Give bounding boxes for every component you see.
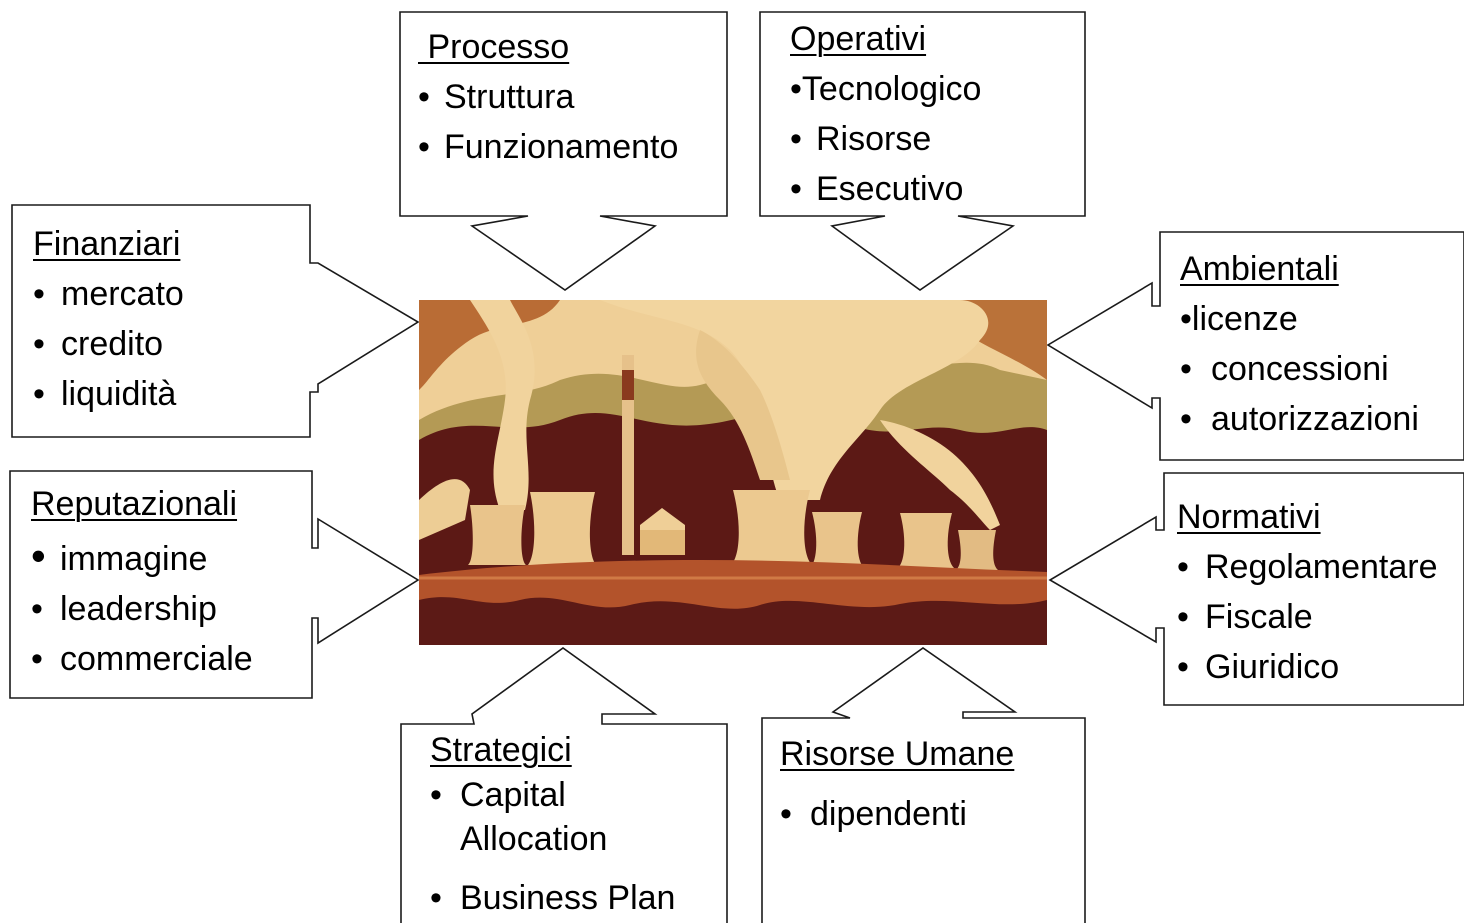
list-item: •commerciale — [31, 640, 253, 678]
box-title: Operativi — [790, 20, 927, 58]
box-reputazionali: Reputazionali •immagine •leadership •com… — [31, 487, 309, 676]
bullet-icon: • — [790, 70, 802, 108]
bullet-icon: • — [1177, 598, 1189, 636]
list-item: •licenze — [1180, 300, 1298, 338]
bullet-icon: • — [790, 170, 802, 208]
bullet-icon: • — [31, 640, 43, 678]
callout-processo-outline — [399, 11, 728, 291]
bullet-icon: • — [1180, 300, 1192, 338]
bullet-icon: • — [33, 325, 45, 363]
callout-normativi-outline — [1048, 472, 1464, 706]
callout-strategici-outline — [400, 647, 728, 923]
box-items: •dipendenti — [780, 797, 1080, 831]
bullet-icon: • — [1177, 648, 1189, 684]
list-item: •Business Plan — [430, 879, 676, 917]
list-item: •Risorse — [790, 120, 932, 158]
bullet-icon: • — [430, 879, 442, 917]
box-title: Finanziari — [33, 225, 181, 263]
box-normativi: Normativi •Regolamentare •Fiscale •Giuri… — [1177, 500, 1464, 684]
list-item: •liquidità — [33, 375, 177, 413]
box-items: •licenze •concessioni •autorizzazioni — [1180, 302, 1462, 436]
bullet-icon: • — [790, 120, 802, 158]
callout-reputazionali-outline — [9, 470, 420, 699]
bullet-icon: • — [418, 78, 430, 116]
power-plant-illustration-icon — [419, 300, 1047, 645]
box-title: Ambientali — [1180, 250, 1339, 288]
list-item: •mercato — [33, 275, 184, 313]
bullet-icon: • — [1180, 350, 1192, 388]
box-items: •Struttura •Funzionamento — [418, 80, 723, 164]
box-risorse-umane: Risorse Umane •dipendenti — [780, 737, 1080, 831]
list-item: •Esecutivo — [790, 170, 964, 208]
bullet-icon: • — [1177, 548, 1189, 586]
list-item: •dipendenti — [780, 795, 967, 833]
box-title: Strategici — [430, 731, 572, 769]
list-item: •Fiscale — [1177, 598, 1313, 636]
bullet-icon: • — [33, 375, 45, 413]
list-item: •credito — [33, 325, 164, 363]
list-item: •Giuridico — [1177, 648, 1340, 684]
bullet-icon: • — [418, 128, 430, 166]
list-item: •concessioni — [1180, 350, 1389, 388]
bullet-icon: • — [33, 275, 45, 313]
list-item: •Funzionamento — [418, 128, 679, 166]
bullet-icon: • — [31, 590, 43, 628]
bullet-icon: • — [1180, 400, 1192, 438]
list-item: •immagine — [31, 532, 208, 579]
box-items: •Regolamentare •Fiscale •Giuridico — [1177, 550, 1464, 684]
box-title: Processo — [418, 28, 570, 66]
box-title: Normativi — [1177, 500, 1321, 536]
box-ambientali: Ambientali •licenze •concessioni •autori… — [1180, 252, 1462, 436]
list-item: •Capital Allocation — [430, 773, 670, 861]
box-items: •immagine •leadership •commerciale — [31, 532, 309, 678]
bullet-icon: • — [780, 795, 792, 833]
callout-ambientali-outline — [1046, 231, 1464, 461]
list-item: •leadership — [31, 590, 217, 628]
box-title: Risorse Umane — [780, 735, 1015, 773]
callout-risorse-umane-outline — [761, 647, 1086, 923]
list-item: •Struttura — [418, 78, 575, 116]
bullet-icon: • — [31, 532, 46, 579]
box-title: Reputazionali — [31, 485, 238, 523]
box-items: •mercato •credito •liquidità — [33, 277, 303, 411]
callout-operativi-outline — [759, 11, 1086, 291]
box-items: •Capital Allocation •Business Plan — [430, 773, 720, 915]
callout-finanziari-outline — [11, 204, 420, 438]
box-processo: Processo •Struttura •Funzionamento — [418, 30, 723, 164]
list-item: •Regolamentare — [1177, 548, 1438, 586]
bullet-icon: • — [430, 776, 442, 814]
box-finanziari: Finanziari •mercato •credito •liquidità — [33, 227, 303, 411]
box-strategici: Strategici •Capital Allocation •Business… — [430, 733, 720, 915]
list-item: •Tecnologico — [790, 70, 982, 108]
box-items: •Tecnologico •Risorse •Esecutivo — [790, 72, 1080, 206]
box-operativi: Operativi •Tecnologico •Risorse •Esecuti… — [790, 22, 1080, 206]
list-item: •autorizzazioni — [1180, 400, 1419, 438]
